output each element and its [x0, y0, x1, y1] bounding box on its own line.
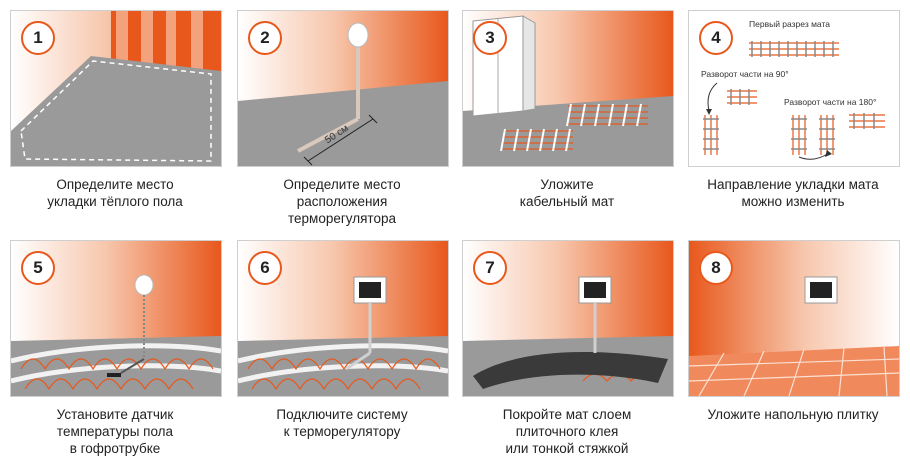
turn-180-label: Разворот части на 180°	[784, 97, 877, 107]
step-4-caption: Направление укладки мата можно изменить	[707, 177, 879, 209]
step-1-number-badge: 1	[21, 21, 55, 55]
step-1-illustration: 1	[10, 10, 222, 167]
step-4-number-badge: 4	[699, 21, 733, 55]
step-6-caption: Подключите систему к терморегулятору	[276, 407, 408, 439]
step-8-caption: Уложите напольную плитку	[707, 407, 879, 422]
turn-90-label: Разворот части на 90°	[701, 69, 789, 79]
step-3-caption: Уложите кабельный мат	[519, 177, 615, 209]
step-6-illustration: 6	[237, 240, 449, 397]
step-7-illustration: 7	[462, 240, 674, 397]
step-3-illustration: 3	[462, 10, 674, 167]
step-5-caption: Установите датчик температуры пола в гоф…	[56, 407, 174, 456]
step-2-illustration: 50 см 2	[237, 10, 449, 167]
step-8-number-badge: 8	[699, 251, 733, 285]
step-7-number-badge: 7	[473, 251, 507, 285]
first-cut-label: Первый разрез мата	[749, 19, 830, 29]
step-7-caption: Покройте мат слоем плиточного клея или т…	[502, 407, 632, 456]
step-1-caption: Определите место укладки тёплого пола	[47, 177, 183, 209]
step-4-illustration: Первый разрез мата Разворот части на 90°…	[688, 10, 900, 167]
step-5-illustration: 5	[10, 240, 222, 397]
step-2-number-badge: 2	[248, 21, 282, 55]
step-6-number-badge: 6	[248, 251, 282, 285]
step-3-number-badge: 3	[473, 21, 507, 55]
step-5-number-badge: 5	[21, 251, 55, 285]
step-8-illustration: 8	[688, 240, 900, 397]
step-2-caption: Определите место расположения терморегул…	[283, 177, 401, 226]
